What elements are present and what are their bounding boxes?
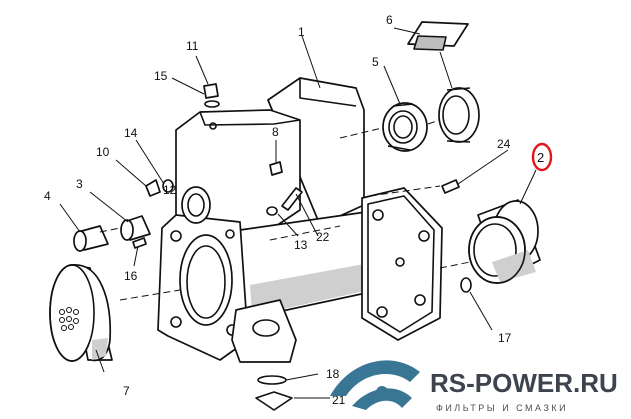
label-3: 3	[76, 177, 83, 191]
part-21-gasket	[255, 391, 293, 411]
label-12: 12	[163, 183, 177, 197]
part-1-housing	[157, 77, 443, 363]
part-7-cup	[49, 264, 113, 362]
part-15-washer	[204, 100, 220, 108]
part-17-oring	[460, 277, 472, 293]
label-21: 21	[332, 393, 346, 407]
label-10: 10	[96, 145, 110, 159]
part-16-pin	[132, 237, 147, 249]
callout-labels: 1 5 6 11 15 14 10 12 3 4 16 7 8 13 22 24…	[44, 13, 512, 407]
label-8: 8	[272, 125, 279, 139]
highlight-callout-2: 2	[531, 142, 553, 172]
part-14-washer	[162, 179, 174, 193]
part-11-plug	[203, 83, 219, 99]
part-24-pin	[441, 179, 460, 194]
label-6: 6	[386, 13, 393, 27]
label-4: 4	[44, 189, 51, 203]
label-18: 18	[326, 367, 340, 381]
part-4-sleeve	[73, 225, 109, 252]
logo-tagline: ФИЛЬТРЫ И СМАЗКИ	[436, 403, 568, 413]
part-6-plate	[407, 21, 469, 51]
part-10-plug	[145, 179, 161, 197]
part-2-bushing	[468, 199, 541, 284]
label-17: 17	[498, 331, 512, 345]
label-15: 15	[154, 69, 168, 83]
label-1: 1	[298, 25, 305, 39]
label-14: 14	[124, 126, 138, 140]
highlight-ring	[531, 142, 553, 172]
part-22-bolt	[281, 187, 303, 211]
watermark-logo: RS-POWER.RU ФИЛЬТРЫ И СМАЗКИ	[330, 360, 618, 413]
label-13: 13	[294, 238, 308, 252]
assembly-axes	[99, 119, 471, 301]
logo-wordmark: RS-POWER.RU	[430, 368, 618, 398]
label-16: 16	[124, 269, 138, 283]
leader-lines	[59, 27, 537, 399]
label-22: 22	[316, 230, 330, 244]
part-7-dot-pattern	[59, 307, 79, 331]
part-13-washer	[266, 206, 278, 216]
part-8-plug	[269, 161, 283, 176]
label-2: 2	[537, 150, 544, 165]
logo-mark	[330, 360, 420, 410]
part-6-seal-ring	[438, 87, 480, 143]
part-18-gasket	[257, 375, 287, 385]
label-7: 7	[123, 384, 130, 398]
label-11: 11	[186, 39, 199, 53]
label-5: 5	[372, 55, 379, 69]
part-5-bearing	[382, 102, 428, 152]
part-3-bushing	[120, 215, 151, 241]
label-24: 24	[497, 137, 511, 151]
